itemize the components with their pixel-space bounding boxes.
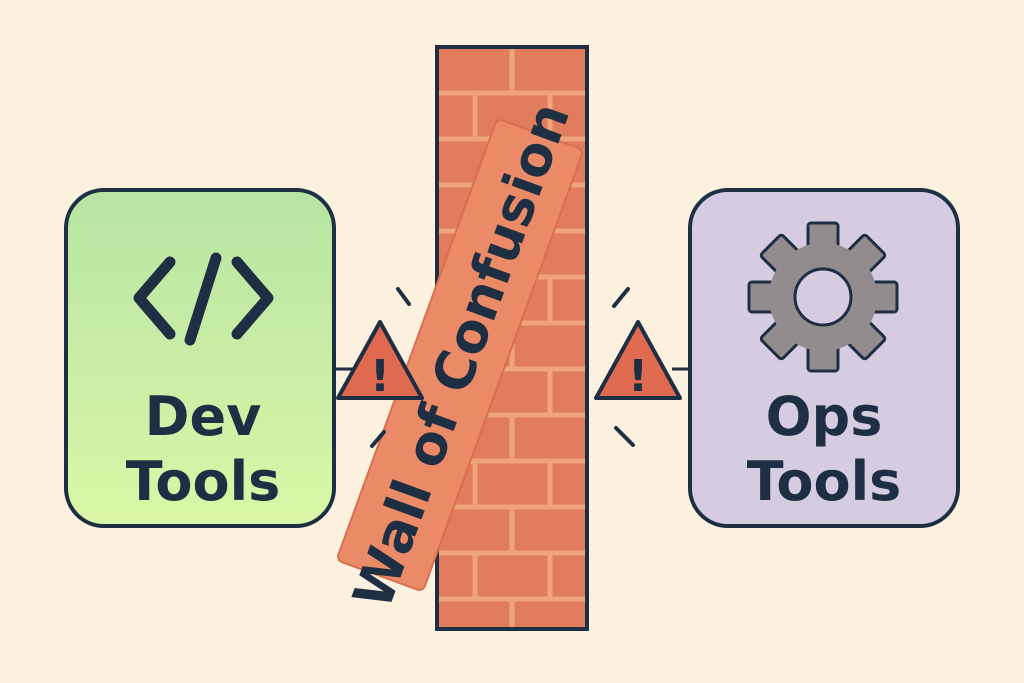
warning-icon-left: ! [336,287,424,448]
warning-icon-right: ! [594,287,682,447]
ops-tools-box: Ops Tools [688,188,960,528]
ops-tools-label-line1: Ops [766,385,883,448]
dev-tools-label-line1: Dev [145,385,262,448]
gear-icon [747,221,899,373]
dev-tools-label-line2: Tools [126,450,281,513]
warning-mark-right: ! [628,351,648,402]
warning-mark-left: ! [370,351,390,402]
ops-tools-label-line2: Tools [747,450,902,513]
code-icon [133,252,274,346]
dev-tools-box: Dev Tools [64,188,336,528]
